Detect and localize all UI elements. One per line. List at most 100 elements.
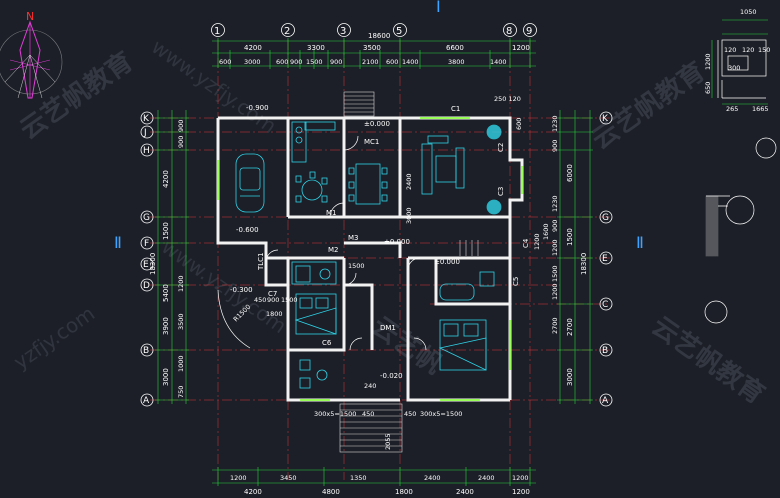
axis-letter: E [602,254,608,264]
right-dimension: 2700 [566,318,574,336]
right-dimension: 900 [551,140,559,152]
plan-dimension: 1500 [348,262,365,270]
bathtub-icon [439,271,495,301]
plan-dimension: 1600 [542,223,550,240]
plan-dimension: 600 [515,118,523,130]
left-dimension: 3000 [162,368,170,386]
axis-letter: H [143,146,150,156]
axis-letter: C [602,300,608,310]
right-dimension: 3000 [566,368,574,386]
left-dimension: 900 [177,136,185,148]
elevation-mark: ±0.000 [384,238,410,246]
kitchen-counter-icon [291,121,336,163]
top-dimension: 1200 [512,44,530,52]
plan-dimension: 450 [254,296,266,304]
ramp-outline [217,289,251,349]
top-dimension: 900 [330,58,342,66]
bottom-dimension: 4800 [322,488,340,496]
window-label: C6 [322,339,332,347]
plan-dimension: 300x5=1500 [314,410,356,418]
door-label: M1 [326,209,337,217]
dining-table-rect-icon [348,163,388,205]
armchair-icon [299,359,328,389]
axis-letter: B [143,346,149,356]
plant-icon [486,199,502,215]
top-dimension: 600 [219,58,231,66]
axis-letter: G [143,213,150,223]
elevation-mark: -0.900 [246,104,269,112]
bed-icon [294,293,337,335]
axis-letter: B [602,346,608,356]
window-label: C2 [497,143,505,152]
axis-number: 9 [526,26,532,37]
detail-dimension: 120 [742,46,754,54]
bottom-dimension: 2400 [478,474,495,482]
left-dimension: 3500 [177,313,185,330]
top-dimension: 2100 [362,58,379,66]
walls [216,116,524,402]
right-total-dimension: 18300 [580,253,588,275]
window-label: C5 [512,277,520,286]
detail-drawing [704,39,777,324]
top-dimension: 600 [386,58,398,66]
elevation-mark: -0.020 [380,372,403,380]
elevation-mark: -0.300 [230,286,253,294]
door-label: M3 [348,234,359,242]
top-dimension: 3800 [448,58,465,66]
section-mark-top: Ⅰ [436,0,441,16]
axis-letter: K [143,114,150,124]
plant-icon [486,124,502,140]
left-dimension: 5400 [162,284,170,302]
top-dimension: 600 [276,58,288,66]
elevation-mark: ±0.000 [364,120,390,128]
bathroom-fixtures-icon [291,261,337,285]
elevation-mark: ±0.000 [434,258,460,266]
top-dimension: 900 [290,58,302,66]
top-total-dimension: 18600 [368,32,390,40]
right-dimension: 2700 [551,317,559,334]
right-dimension: 6000 [566,164,574,182]
door-label: DM1 [380,324,396,332]
left-total-dimension: 18300 [149,253,157,275]
detail-dimension: 120 [724,46,736,54]
axis-letter: E [143,260,149,270]
plan-dimension: 1200 [533,233,541,250]
detail-dimension: 300 [728,64,740,72]
axis-letter: K [602,114,609,124]
top-dimension: 3000 [244,58,261,66]
bottom-dimension: 4200 [244,488,262,496]
detail-dimension-lines [711,19,768,105]
right-dimension: 1200 [551,283,559,300]
north-arrow-icon [0,20,63,99]
axis-number: 2 [284,26,290,37]
top-dimension: 1400 [490,58,507,66]
plan-dimension: 250 120 [494,95,521,103]
axis-number: 8 [506,26,512,37]
window-label: C1 [451,105,460,113]
bottom-dimension: 1200 [512,488,530,496]
axis-letter: G [602,213,609,223]
plan-dimension: 900 [267,296,279,304]
axis-letter: A [602,396,609,406]
left-dimension: 750 [177,386,185,398]
detail-dimension: 1050 [740,8,757,16]
dimension-lines [157,40,591,484]
top-dimension: 6600 [446,44,464,52]
plan-dimension: 300x5=1500 [420,410,462,418]
plan-dimension: 240 [364,382,376,390]
right-dimension: 1500 [566,228,574,246]
right-axis-markers [599,111,613,407]
windows [217,117,523,401]
plan-dimension: 450 [362,410,374,418]
window-label: C4 [522,238,530,248]
door-label: M2 [328,246,339,254]
detail-dimension: 150 [758,46,770,54]
bottom-dimension: 1200 [512,474,529,482]
axis-letter: F [144,239,149,249]
left-dimension: 900 [177,120,185,132]
plan-dimension: 1500 [281,296,298,304]
top-dimension: 4200 [244,44,262,52]
window-label: C7 [268,290,277,298]
